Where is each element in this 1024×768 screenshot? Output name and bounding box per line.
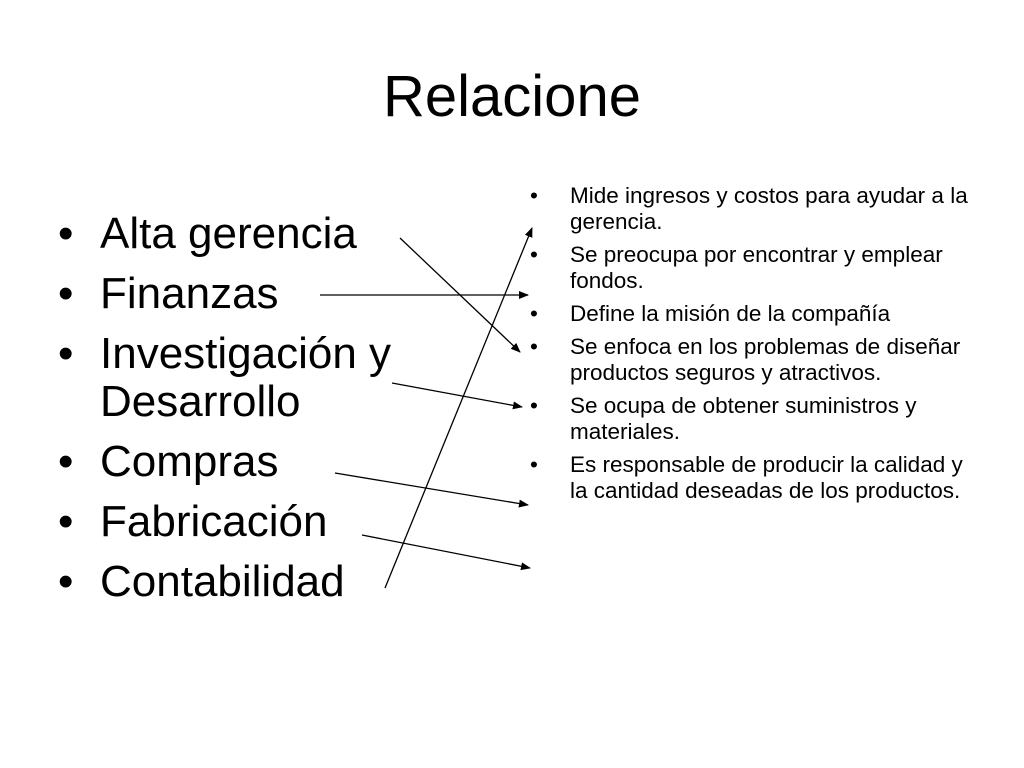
- department-item-fabricacion: • Fabricación: [58, 498, 478, 546]
- bullet-icon: •: [530, 183, 538, 208]
- description-item: • Se enfoca en los problemas de diseñar p…: [530, 334, 980, 386]
- slide-title: Relacione: [383, 64, 641, 129]
- description-text: Define la misión de la compañía: [570, 301, 891, 326]
- bullet-icon: •: [58, 209, 74, 258]
- description-text: Mide ingresos y costos para ayudar a la …: [570, 183, 968, 234]
- description-item: • Se preocupa por encontrar y emplear fon…: [530, 242, 980, 294]
- department-item-investigacion: • Investigación y Desarrollo: [58, 330, 478, 426]
- description-text: Es responsable de producir la calidad y …: [570, 452, 963, 503]
- bullet-icon: •: [530, 242, 538, 267]
- department-item-alta-gerencia: • Alta gerencia: [58, 210, 478, 258]
- department-label: Finanzas: [100, 269, 279, 318]
- bullet-icon: •: [58, 329, 74, 378]
- bullet-icon: •: [530, 334, 538, 359]
- description-item: • Es responsable de producir la calidad y…: [530, 452, 980, 504]
- department-label: Fabricación: [100, 497, 328, 546]
- description-item: • Mide ingresos y costos para ayudar a la…: [530, 183, 980, 235]
- description-text: Se ocupa de obtener suministros y materi…: [570, 393, 917, 444]
- department-label: Compras: [100, 437, 279, 486]
- bullet-icon: •: [58, 557, 74, 606]
- department-item-contabilidad: • Contabilidad: [58, 558, 478, 606]
- bullet-icon: •: [530, 393, 538, 418]
- department-label: Alta gerencia: [100, 209, 357, 258]
- department-label: Contabilidad: [100, 557, 345, 606]
- description-item: • Se ocupa de obtener suministros y mater…: [530, 393, 980, 445]
- description-item: • Define la misión de la compañía: [530, 301, 980, 327]
- description-text: Se enfoca en los problemas de diseñar pr…: [570, 334, 961, 385]
- bullet-icon: •: [58, 437, 74, 486]
- department-label: Investigación y Desarrollo: [100, 329, 392, 426]
- bullet-icon: •: [58, 269, 74, 318]
- bullet-icon: •: [58, 497, 74, 546]
- description-list: • Mide ingresos y costos para ayudar a la…: [530, 183, 980, 511]
- bullet-icon: •: [530, 452, 538, 477]
- department-item-finanzas: • Finanzas: [58, 270, 478, 318]
- bullet-icon: •: [530, 301, 538, 326]
- department-list: • Alta gerencia • Finanzas • Investigación …: [58, 210, 478, 618]
- description-text: Se preocupa por encontrar y emplear fond…: [570, 242, 943, 293]
- department-item-compras: • Compras: [58, 438, 478, 486]
